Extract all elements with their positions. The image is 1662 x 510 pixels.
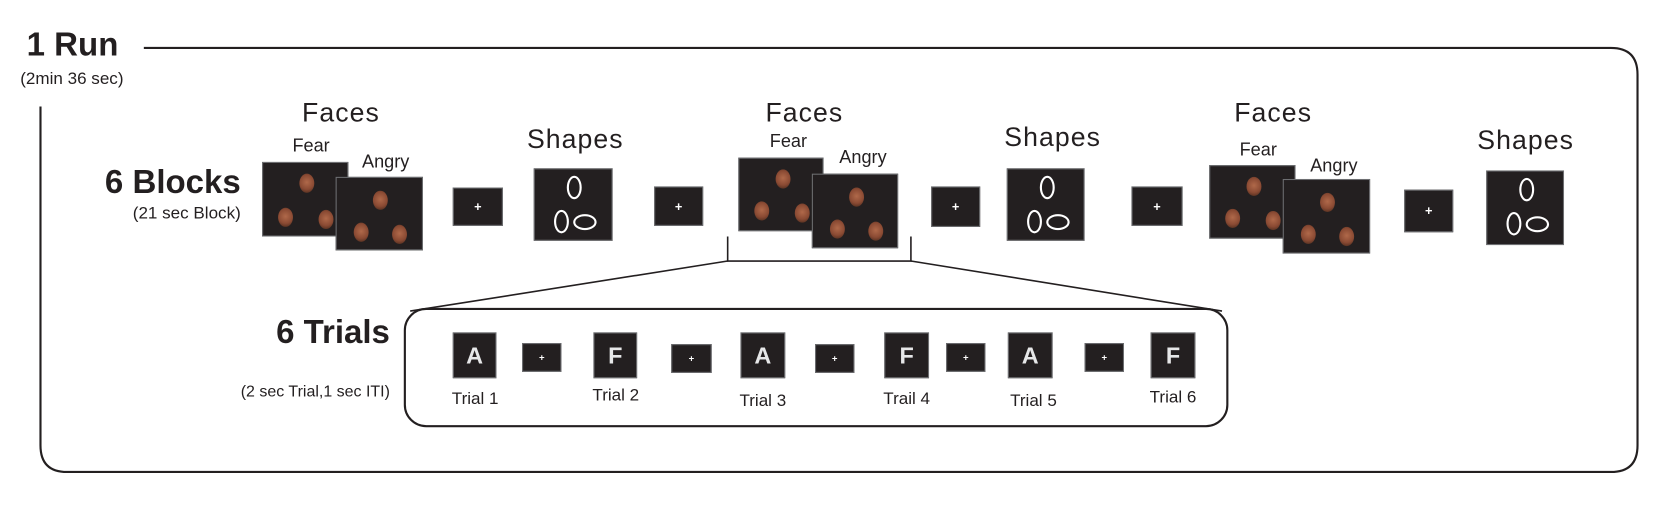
trial-stimulus: F <box>1150 332 1196 379</box>
trial-stimulus: A <box>1007 332 1053 379</box>
angry-faces-stimulus <box>1282 178 1371 254</box>
shapes-label: Shapes <box>1477 125 1575 156</box>
face-image <box>849 187 865 207</box>
trials-title: 6 Trials <box>276 313 390 351</box>
trials-duration: (2 sec Trial,1 sec ITI) <box>240 382 390 401</box>
angry-label: Angry <box>1310 155 1358 176</box>
shapes-stimulus <box>1486 170 1565 246</box>
fear-label: Fear <box>769 131 808 152</box>
blocks-title: 6 Blocks <box>104 163 241 201</box>
trial-stimulus: F <box>593 332 638 379</box>
iti-fixation: + <box>522 343 562 372</box>
angry-faces-stimulus <box>811 173 899 249</box>
face-image <box>754 201 770 221</box>
angry-faces-stimulus <box>335 176 423 251</box>
face-image <box>829 219 845 239</box>
zoom-bracket <box>726 236 912 262</box>
fear-faces-stimulus <box>738 157 824 232</box>
faces-label: Faces <box>1234 98 1313 128</box>
fear-faces-stimulus <box>262 161 349 237</box>
fixation-cross: + <box>674 198 683 214</box>
face-image <box>794 203 810 223</box>
oval-shape <box>1519 177 1535 202</box>
iti-fixation: + <box>671 344 712 373</box>
fear-faces-stimulus <box>1209 165 1296 239</box>
iti-fixation: + <box>946 343 986 372</box>
fixation-cross: + <box>1153 198 1161 214</box>
fixation-cross: + <box>538 351 545 363</box>
oval-shape <box>1046 214 1070 231</box>
trial-letter: F <box>1165 341 1181 369</box>
blocks-duration: (21 sec Block) <box>132 204 241 223</box>
face-image <box>392 224 407 244</box>
run-frame <box>39 46 1639 474</box>
face-image <box>318 209 334 230</box>
face-image <box>1320 192 1335 213</box>
face-image <box>1246 176 1262 197</box>
trial-letter: A <box>466 341 484 369</box>
trial-stimulus: F <box>884 332 930 379</box>
face-image <box>1339 226 1355 247</box>
face-image <box>1225 208 1241 228</box>
face-image <box>1300 224 1316 244</box>
fixation-cross: + <box>688 352 695 364</box>
oval-shape <box>554 209 569 234</box>
trial-letter: A <box>754 341 772 369</box>
iti-fixation: + <box>815 344 855 373</box>
trial-label: Trial 1 <box>451 389 499 409</box>
trials-frame <box>403 307 1229 428</box>
faces-label: Faces <box>765 98 844 128</box>
fear-label: Fear <box>1239 139 1277 160</box>
run-title: 1 Run <box>26 25 119 63</box>
shapes-stimulus <box>533 168 613 241</box>
fixation-stimulus: + <box>452 187 503 226</box>
fixation-cross: + <box>1424 203 1433 219</box>
fixation-stimulus: + <box>1131 186 1183 226</box>
fear-label: Fear <box>292 135 330 156</box>
fixation-stimulus: + <box>931 186 981 227</box>
zoom-line-right <box>910 260 1223 312</box>
shapes-stimulus <box>1006 168 1085 241</box>
fixation-cross: + <box>474 199 482 215</box>
face-image <box>868 221 884 241</box>
shapes-label: Shapes <box>526 124 624 155</box>
trial-stimulus: A <box>740 332 786 379</box>
oval-shape <box>1027 209 1042 234</box>
trial-letter: F <box>899 341 914 369</box>
trial-stimulus: A <box>452 332 497 379</box>
face-image <box>775 169 791 189</box>
fixation-cross: + <box>1101 351 1108 363</box>
face-image <box>299 173 315 193</box>
angry-label: Angry <box>362 151 410 172</box>
trial-label: Trial 6 <box>1149 388 1197 407</box>
run-duration: (2min 36 sec) <box>20 70 124 89</box>
face-image <box>278 207 293 227</box>
trial-letter: F <box>608 341 623 369</box>
oval-shape <box>1525 216 1550 233</box>
fixation-cross: + <box>962 351 969 363</box>
shapes-label: Shapes <box>1004 122 1101 153</box>
oval-shape <box>573 214 597 231</box>
face-image <box>1265 210 1281 231</box>
trial-label: Trial 5 <box>1010 392 1057 411</box>
faces-label: Faces <box>301 98 380 128</box>
oval-shape <box>1506 212 1522 236</box>
fixation-cross: + <box>831 352 838 364</box>
trial-label: Trial 2 <box>592 386 640 405</box>
oval-shape <box>566 175 582 200</box>
zoom-line-left <box>410 260 728 312</box>
face-image <box>372 190 388 210</box>
face-image <box>353 222 369 242</box>
angry-label: Angry <box>839 147 887 168</box>
trial-label: Trial 3 <box>739 392 787 411</box>
iti-fixation: + <box>1084 343 1124 372</box>
fixation-stimulus: + <box>1404 189 1454 233</box>
trial-letter: A <box>1021 341 1039 369</box>
fixation-stimulus: + <box>654 186 704 226</box>
trial-label: Trail 4 <box>883 389 931 409</box>
fixation-cross: + <box>951 199 960 215</box>
oval-shape <box>1039 175 1055 200</box>
